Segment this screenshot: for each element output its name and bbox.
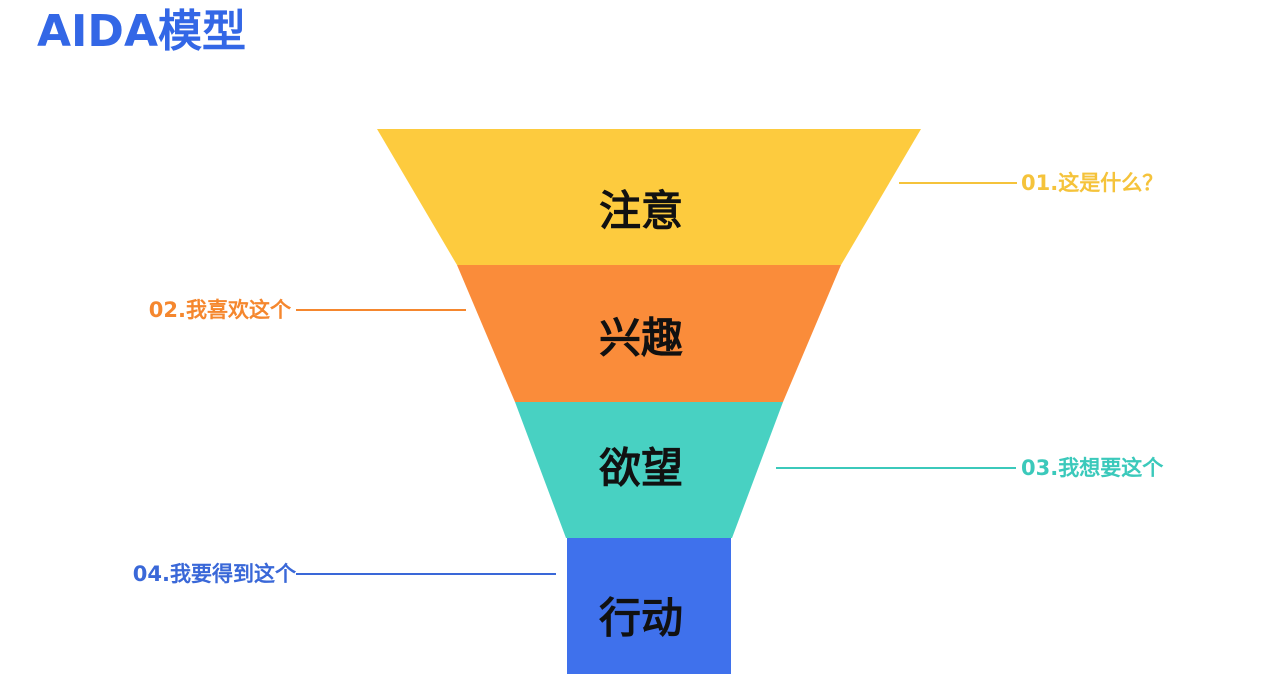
stage-action-label: 行动	[599, 594, 683, 643]
stage-desire-label: 欲望	[598, 444, 683, 493]
stage-interest-segment	[457, 265, 841, 402]
stage-action-segment	[567, 538, 731, 674]
callout-interest-text: 02.我喜欢这个	[149, 298, 292, 322]
stage-desire-segment	[515, 402, 783, 538]
stage-interest-label: 兴趣	[599, 314, 683, 363]
callout-attention-text: 01.这是什么？	[1021, 171, 1163, 195]
page-title: AIDA模型	[37, 6, 246, 57]
stage-attention-label: 注意	[599, 187, 683, 236]
callout-desire-text: 03.我想要这个	[1021, 456, 1164, 480]
callout-action-text: 04.我要得到这个	[133, 562, 297, 586]
stage-attention-segment	[377, 129, 921, 265]
